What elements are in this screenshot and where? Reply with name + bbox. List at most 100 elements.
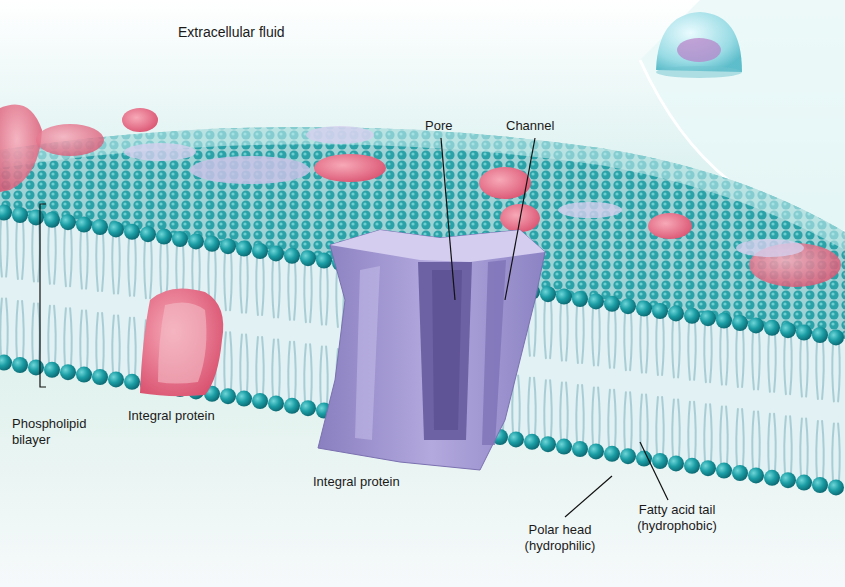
fatty-acid-tail (102, 233, 104, 291)
part-label: Integral protein (313, 474, 400, 490)
fatty-acid-tail (646, 395, 648, 453)
fatty-acid-tail (22, 221, 24, 279)
fatty-acid-tail (736, 409, 738, 467)
region-label: Extracellular fluid (178, 24, 285, 41)
fatty-acid-tail (64, 308, 66, 366)
fatty-acid-tail (550, 300, 552, 358)
fatty-acid-tail (294, 342, 296, 400)
polar-head (700, 310, 716, 326)
polar-head (300, 250, 316, 266)
fatty-acid-tail (838, 423, 840, 481)
fatty-acid-tail (576, 385, 578, 443)
fatty-acid-tail (246, 335, 248, 393)
fatty-acid-tail (240, 255, 242, 313)
fatty-acid-tail (582, 305, 584, 363)
fatty-acid-tail (246, 255, 248, 313)
fatty-acid-tail (112, 235, 114, 293)
polar-head (172, 231, 188, 247)
fatty-acid-tail (704, 324, 706, 382)
fatty-acid-tail (694, 322, 696, 380)
polar-head (252, 243, 268, 259)
fatty-acid-tail (224, 332, 226, 390)
polar-head (812, 327, 828, 343)
polar-head (716, 463, 732, 479)
fatty-acid-tail (790, 336, 792, 394)
fatty-acid-tail (96, 233, 98, 291)
polar-head (316, 253, 332, 269)
fatty-acid-tail (320, 347, 322, 405)
polar-head (92, 369, 108, 385)
part-label: Phospholipid bilayer (12, 416, 104, 448)
fatty-acid-tail (678, 399, 680, 457)
fatty-acid-tail (800, 419, 802, 477)
fatty-acid-tail (102, 313, 104, 371)
fatty-acid-tail (6, 299, 8, 357)
polar-head (684, 458, 700, 474)
fatty-acid-tail (272, 339, 274, 397)
polar-head (828, 479, 844, 495)
polar-head (764, 470, 780, 486)
fatty-acid-tail (566, 303, 568, 361)
fatty-acid-tail (16, 301, 18, 359)
fatty-acid-tail (534, 298, 536, 356)
fatty-acid-tail (112, 315, 114, 373)
polar-head (588, 443, 604, 459)
leader-line (505, 138, 535, 300)
polar-head (268, 245, 284, 261)
fatty-acid-tail (614, 390, 616, 448)
fatty-acid-tail (22, 301, 24, 359)
fatty-acid-tail (784, 336, 786, 394)
fatty-acid-tail (726, 327, 728, 385)
polar-head (716, 313, 732, 329)
fatty-acid-tail (54, 226, 56, 284)
polar-head (0, 205, 12, 221)
fatty-acid-tail (262, 337, 264, 395)
fatty-acid-tail (326, 267, 328, 325)
fatty-acid-tail (646, 315, 648, 373)
polar-head (284, 398, 300, 414)
polar-head (732, 315, 748, 331)
fatty-acid-tail (752, 331, 754, 389)
polar-head (540, 436, 556, 452)
polar-head (60, 364, 76, 380)
bracket (40, 204, 46, 387)
fatty-acid-tail (0, 219, 2, 277)
fatty-acid-tail (560, 383, 562, 441)
polar-head (28, 359, 44, 375)
fatty-acid-tail (160, 243, 162, 301)
fatty-acid-tail (310, 344, 312, 402)
fatty-acid-tail (656, 317, 658, 375)
polar-head (300, 400, 316, 416)
fatty-acid-tail (304, 344, 306, 402)
polar-head (108, 221, 124, 237)
polar-head (668, 305, 684, 321)
part-label: Integral protein (128, 408, 215, 424)
polar-head (76, 367, 92, 383)
leader-line (640, 442, 668, 500)
fatty-acid-tail (774, 334, 776, 392)
fatty-acid-tail (150, 240, 152, 298)
fatty-acid-tail (742, 329, 744, 387)
polar-head (700, 460, 716, 476)
fatty-acid-tail (678, 319, 680, 377)
fatty-acid-tail (688, 322, 690, 380)
fatty-acid-tail (0, 299, 2, 357)
part-label: Fatty acid tail (hydrophobic) (618, 502, 736, 534)
fatty-acid-tail (736, 329, 738, 387)
fatty-acid-tail (534, 378, 536, 436)
fatty-acid-tail (832, 343, 834, 401)
fatty-acid-tail (720, 327, 722, 385)
fatty-acid-tail (80, 231, 82, 289)
polar-head (780, 322, 796, 338)
fatty-acid-tail (752, 411, 754, 469)
polar-head (236, 391, 252, 407)
polar-head (796, 325, 812, 341)
fatty-acid-tail (630, 312, 632, 370)
fatty-acid-tail (656, 397, 658, 455)
polar-head (604, 296, 620, 312)
fatty-acid-tail (230, 332, 232, 390)
polar-head (748, 467, 764, 483)
fatty-acid-tail (720, 407, 722, 465)
polar-head (828, 329, 844, 345)
